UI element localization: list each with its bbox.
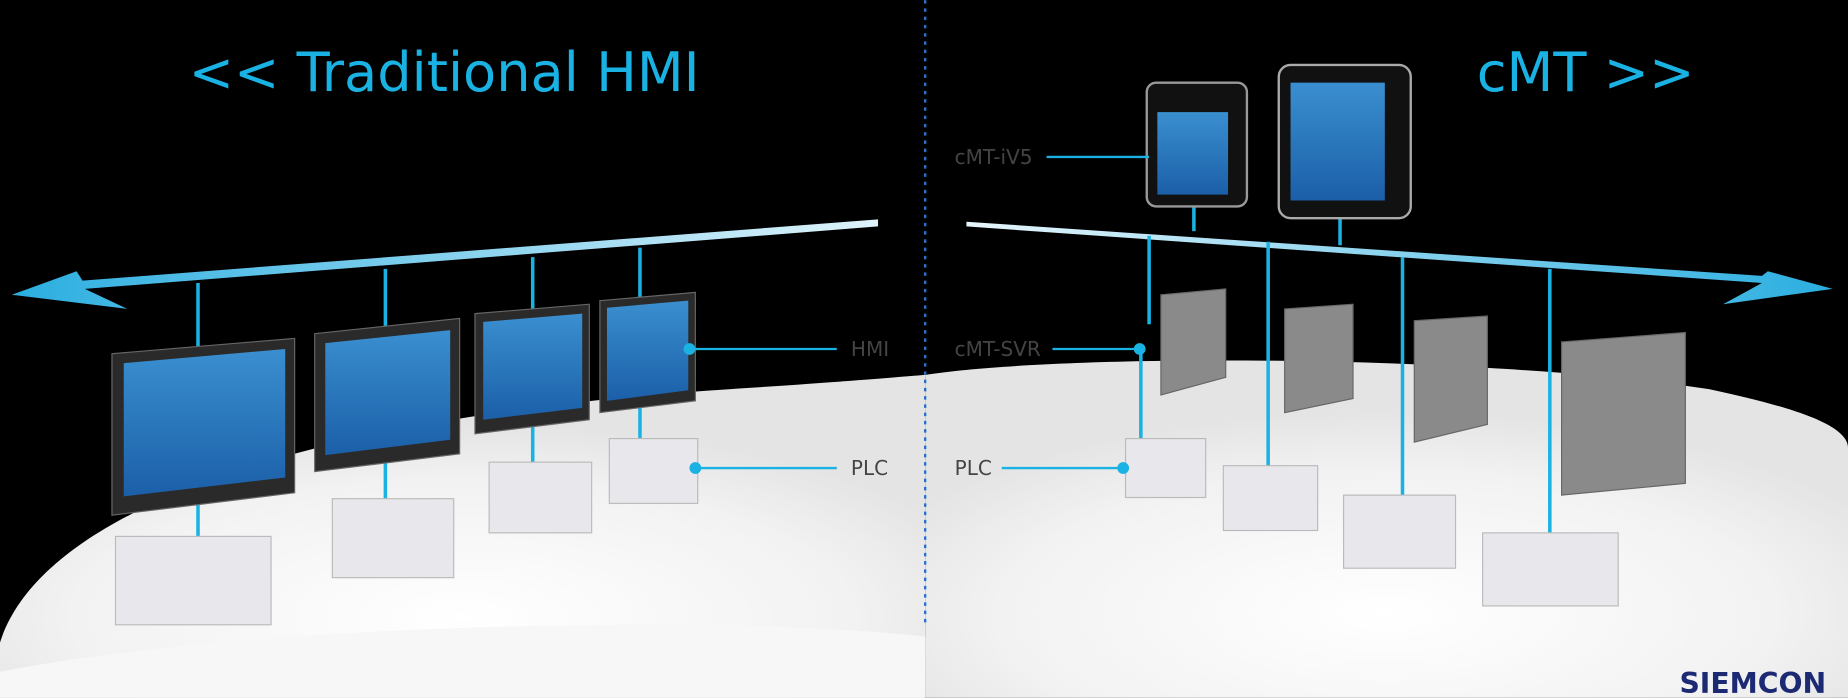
hmi-panel [599,291,696,414]
hmi-panel [474,303,590,435]
title-cmt: cMT >> [1477,41,1695,104]
cmt-iv5-panel [1145,81,1249,208]
network-bus-right [966,221,1833,305]
cmt-svr-unit [1160,288,1686,496]
cmt-iv5-panel [1277,63,1412,220]
title-traditional-hmi: << Traditional HMI [189,41,700,104]
label-cmt-iv5: cMT-iV5 [955,145,1033,169]
plc-unit [114,437,699,626]
network-bus-left [11,219,879,309]
label-hmi: HMI [851,337,889,361]
label-plc-right: PLC [955,456,992,480]
plc-unit [1124,437,1619,607]
siemcon-logo: SIEMCON [1679,667,1826,698]
label-cmt-svr: cMT-SVR [955,337,1041,361]
hmi-panel [314,317,461,473]
label-plc-left: PLC [851,456,888,480]
hmi-panel [111,337,296,516]
